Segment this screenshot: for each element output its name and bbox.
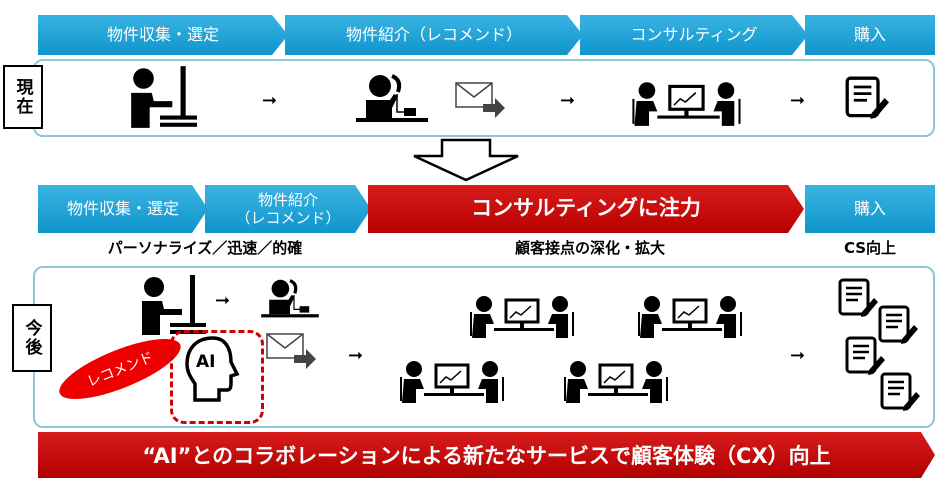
consulting-icon	[562, 355, 672, 405]
future-step-consulting: コンサルティングに注力	[368, 185, 804, 233]
consulting-icon	[630, 76, 745, 128]
email-send-icon	[455, 82, 505, 118]
person-phone-icon	[352, 74, 432, 124]
cx-banner: “AI”とのコラボレーションによる新たなサービスで顧客体験（CX）向上	[38, 432, 935, 478]
future-step-recommend: 物件紹介 （レコメンド）	[205, 185, 371, 233]
future-step-purchase: 購入	[805, 185, 935, 233]
current-step-collect: 物件収集・選定	[38, 15, 288, 55]
current-label: 現在	[3, 65, 43, 129]
arrow-icon: ➞	[560, 90, 576, 111]
consulting-icon	[468, 290, 578, 340]
ai-label: AI	[196, 352, 216, 372]
document-icon	[845, 336, 885, 376]
person-computer-icon	[125, 66, 197, 128]
future-step-collect: 物件収集・選定	[38, 185, 208, 233]
arrow-icon: ➞	[790, 90, 806, 111]
person-computer-icon	[135, 275, 207, 335]
person-phone-icon	[258, 278, 322, 320]
subtitle-cs: CS向上	[843, 239, 897, 257]
arrow-icon: ➞	[262, 90, 278, 111]
subtitle-deepen: 顧客接点の深化・拡大	[514, 239, 665, 257]
arrow-icon: ➞	[790, 345, 806, 366]
document-icon	[880, 372, 920, 412]
current-step-purchase: 購入	[805, 15, 935, 55]
consulting-icon	[398, 355, 508, 405]
arrow-icon: ➞	[215, 290, 231, 311]
future-panel	[33, 266, 935, 428]
subtitle-personalize: パーソナライズ／迅速／的確	[107, 239, 303, 257]
current-step-consulting: コンサルティング	[580, 15, 808, 55]
document-icon	[845, 76, 889, 120]
email-send-icon	[266, 333, 316, 369]
consulting-icon	[636, 290, 746, 340]
arrow-icon: ➞	[348, 345, 364, 366]
future-label: 今後	[12, 304, 52, 372]
document-icon	[838, 278, 878, 318]
down-arrow-icon	[413, 138, 519, 182]
current-step-recommend: 物件紹介（レコメンド）	[285, 15, 583, 55]
ai-highlight-box	[170, 330, 264, 424]
